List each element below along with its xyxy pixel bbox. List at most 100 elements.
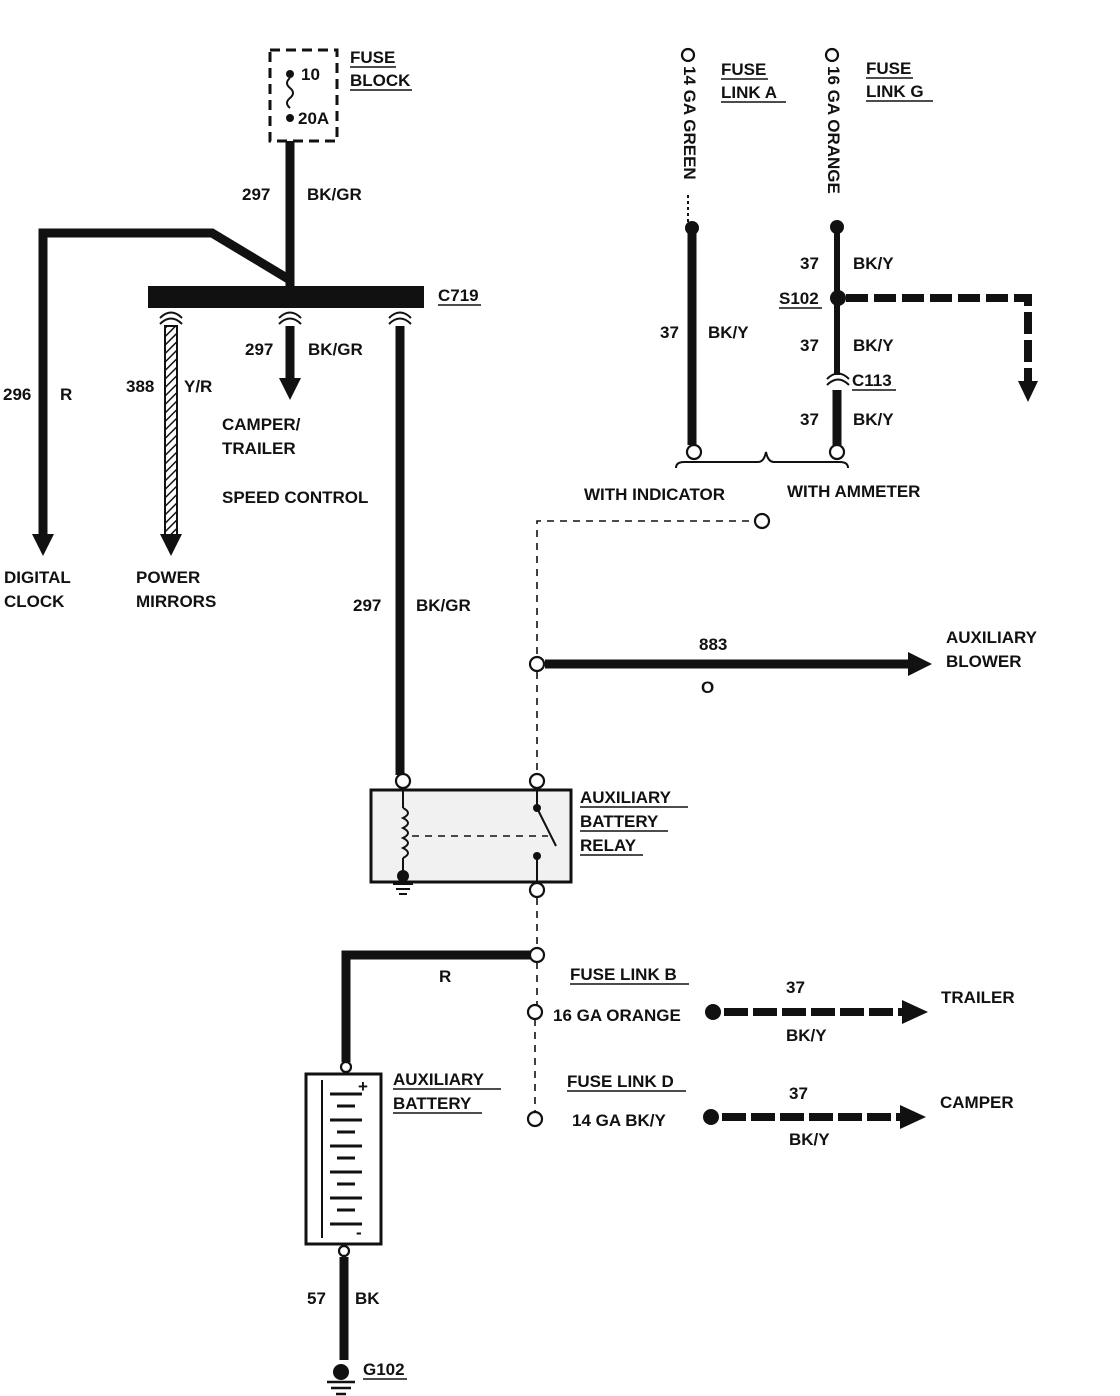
circuit-37-camper-number: 37 (789, 1084, 808, 1103)
relay-label-3: RELAY (580, 836, 637, 855)
camper-trailer-arrow-icon (279, 378, 301, 400)
splice-s102-dot (830, 290, 846, 306)
circuit-297-top-number: 297 (242, 185, 270, 204)
battery-cells-icon (330, 1092, 362, 1226)
battery-positive: + (358, 1077, 368, 1096)
circuit-297-top-color: BK/GR (307, 185, 362, 204)
circuit-37-bot-number: 37 (800, 410, 819, 429)
circuit-388-number: 388 (126, 377, 154, 396)
circuit-37-bot-color: BK/Y (853, 410, 894, 429)
speed-control-label: SPEED CONTROL (222, 488, 368, 507)
fuse-rating: 20A (298, 109, 329, 128)
trailer-label: TRAILER (941, 988, 1015, 1007)
power-mirrors-line-2: MIRRORS (136, 592, 216, 611)
digital-clock-line-1: DIGITAL (4, 568, 71, 587)
fuse-link-g-terminal (824, 47, 840, 63)
relay-switch-icon (536, 807, 557, 847)
relay-coil-icon (400, 807, 409, 859)
ground-g102-icon (327, 1380, 355, 1396)
ground-g102-label: G102 (363, 1360, 405, 1379)
circuit-388-color: Y/R (184, 377, 212, 396)
connector-c113-label: C113 (852, 371, 892, 390)
wire-r (341, 950, 530, 1062)
power-mirrors-arrow-icon (160, 534, 182, 556)
circuit-37-mid-color: BK/Y (853, 336, 894, 355)
circuit-883-color: O (701, 678, 714, 697)
fuse-link-a-terminal (680, 47, 696, 63)
auxiliary-battery: + - (304, 1060, 383, 1258)
with-ammeter-label: WITH AMMETER (787, 482, 920, 501)
fuse-block-title-1: FUSE (350, 48, 395, 67)
auxiliary-battery-relay (369, 772, 573, 899)
auxiliary-blower-line-1: AUXILIARY (946, 628, 1038, 647)
camper-label: CAMPER (940, 1093, 1014, 1112)
camper-arrow-icon (900, 1105, 926, 1129)
dashed-feed-upper (536, 520, 762, 656)
circuit-296-number: 296 (3, 385, 31, 404)
fuse-link-a-title-1: FUSE (721, 60, 766, 79)
digital-clock-arrow-icon (32, 534, 54, 556)
circuit-296-color: R (60, 385, 72, 404)
fuse-link-a-title-2: LINK A (721, 83, 777, 102)
auxiliary-blower-arrow-icon (908, 652, 932, 676)
circuit-37-top-color: BK/Y (853, 254, 894, 273)
fuse-element-icon (286, 77, 294, 109)
auxiliary-blower-line-2: BLOWER (946, 652, 1022, 671)
circuit-57-color: BK (355, 1289, 380, 1308)
connector-pin-388 (159, 311, 183, 325)
relay-ground-icon (393, 883, 413, 895)
ammeter-terminal (828, 443, 846, 461)
fuse-link-d-wire: 14 GA BK/Y (572, 1111, 667, 1130)
trailer-arrow-icon (902, 1000, 928, 1024)
fuse-block-outline (268, 48, 339, 143)
fuse-number: 10 (301, 65, 320, 84)
fuse-link-d-title: FUSE LINK D (567, 1072, 674, 1091)
circuit-57-number: 57 (307, 1289, 326, 1308)
camper-trailer-line-1: CAMPER/ (222, 415, 301, 434)
wire-388 (164, 325, 178, 537)
fuse-block-title-2: BLOCK (350, 71, 411, 90)
fuse-link-d-terminal (526, 1110, 544, 1128)
fuse-link-a-wire: 14 GA GREEN (680, 66, 699, 180)
connector-pin-297 (278, 311, 302, 325)
wire-296 (38, 228, 293, 540)
connector-c719-bar (148, 286, 424, 308)
circuit-297-low-color: BK/GR (416, 596, 471, 615)
circuit-37-trailer-color: BK/Y (786, 1026, 827, 1045)
blower-terminal (528, 655, 546, 673)
connector-c113-pin (826, 372, 850, 386)
circuit-297-low-number: 297 (353, 596, 381, 615)
fuse-link-g-title-2: LINK G (866, 82, 924, 101)
circuit-37-camper-color: BK/Y (789, 1130, 830, 1149)
fuse-block: 10 20A FUSE BLOCK (268, 48, 412, 143)
wire-s102-branch (846, 294, 1032, 383)
with-indicator-label: WITH INDICATOR (584, 485, 725, 504)
option-terminal (753, 512, 771, 530)
option-brace (675, 451, 849, 469)
aux-battery-label-2: BATTERY (393, 1094, 472, 1113)
fuse-link-b-title: FUSE LINK B (570, 965, 677, 984)
battery-negative: - (356, 1223, 362, 1242)
circuit-37-mid-number: 37 (800, 336, 819, 355)
circuit-297-mid-color: BK/GR (308, 340, 363, 359)
wire-r-label: R (439, 967, 451, 986)
circuit-37-indicator-color: BK/Y (708, 323, 749, 342)
aux-battery-label-1: AUXILIARY (393, 1070, 485, 1089)
connector-pin-297-low (388, 311, 412, 325)
circuit-37-indicator-number: 37 (660, 323, 679, 342)
circuit-883-number: 883 (699, 635, 727, 654)
circuit-37-top-number: 37 (800, 254, 819, 273)
fuse-link-g-title-1: FUSE (866, 59, 911, 78)
camper-trailer-line-2: TRAILER (222, 439, 296, 458)
fuse-link-b-wire: 16 GA ORANGE (553, 1006, 681, 1025)
circuit-37-trailer-number: 37 (786, 978, 805, 997)
indicator-terminal (685, 443, 703, 461)
fuse-link-b-terminal (526, 1003, 544, 1021)
relay-label-2: BATTERY (580, 812, 659, 831)
relay-label-1: AUXILIARY (580, 788, 672, 807)
circuit-297-mid-number: 297 (245, 340, 273, 359)
fuse-link-g-wire: 16 GA ORANGE (824, 66, 843, 194)
power-mirrors-line-1: POWER (136, 568, 200, 587)
splice-s102-label: S102 (779, 289, 819, 308)
